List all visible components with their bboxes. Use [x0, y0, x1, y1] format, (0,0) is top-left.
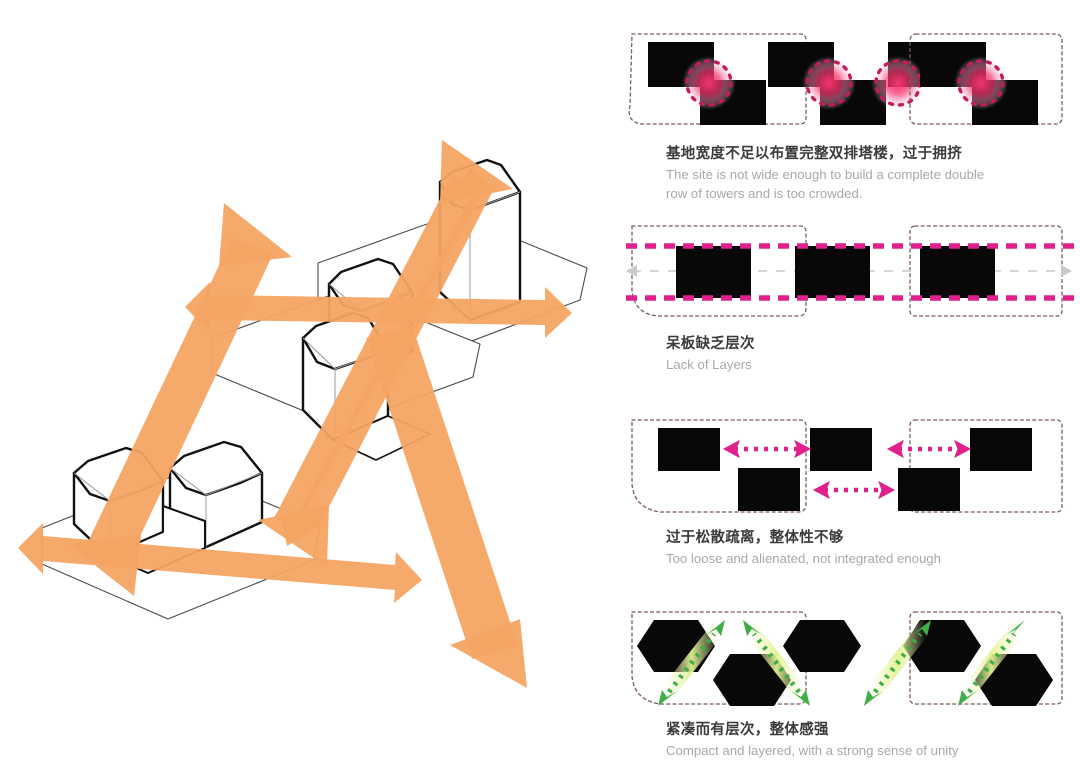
- tower-lower-right-roof-fold: [169, 467, 263, 496]
- connection-arrow-4: [955, 618, 1028, 706]
- arrow-nw-se-head-se: [450, 619, 527, 688]
- study-crowded-figure: [620, 22, 1080, 142]
- gap-arrows: [722, 439, 972, 500]
- mass-group-right: [920, 246, 995, 298]
- site-boundary-left: [631, 419, 807, 513]
- study-loose-caption: 过于松散疏离，整体性不够 Too loose and alienated, no…: [666, 528, 1080, 569]
- gap-arrow-top-right: [886, 439, 972, 459]
- collision-markers-right: [954, 56, 1008, 110]
- isometric-svg: [18, 140, 588, 688]
- study-loose-figure: [620, 408, 1080, 526]
- study-loose: 过于松散疏离，整体性不够 Too loose and alienated, no…: [620, 408, 1080, 566]
- collision-burst: [802, 56, 856, 110]
- site-massing-isometric: [18, 140, 588, 688]
- caption-cn: 基地宽度不足以布置完整双排塔楼，过于拥挤: [666, 146, 962, 162]
- caption-cn: 过于松散疏离，整体性不够: [666, 530, 844, 546]
- collision-burst: [682, 56, 736, 110]
- mass-block: [658, 428, 720, 471]
- axis-arrow-head-right: [1061, 265, 1072, 277]
- mass-block: [970, 428, 1032, 471]
- collision-markers-left: [682, 56, 925, 110]
- caption-en: Too loose and alienated, not integrated …: [666, 551, 941, 567]
- direction-arrows: [18, 140, 572, 688]
- connection-arrow-2: [740, 618, 813, 706]
- caption-cn: 呆板缺乏层次: [666, 336, 755, 352]
- arrow-ne-sw-mid-shaft: [85, 238, 274, 562]
- arrow-nw-se-shaft: [366, 325, 518, 659]
- mass-group-left: [676, 246, 870, 298]
- mass-block: [810, 428, 872, 471]
- collision-burst: [871, 56, 925, 110]
- connection-arrow-3: [861, 618, 934, 706]
- site-boundary-left-outline: [628, 33, 807, 125]
- mass-group-right: [898, 428, 1032, 511]
- study-compact: 紧凑而有层次，整体感强 Compact and layered, with a …: [620, 598, 1080, 758]
- massing-study-column: 基地宽度不足以布置完整双排塔楼，过于拥挤 The site is not wid…: [620, 0, 1080, 775]
- site-boundary-left: [631, 225, 807, 317]
- study-flat-caption: 呆板缺乏层次 Lack of Layers: [666, 334, 1080, 375]
- arrow-ne-sw-upper-head-top: [440, 140, 513, 203]
- mass-block: [898, 468, 960, 511]
- collision-burst: [954, 56, 1008, 110]
- mass-group-left: [658, 428, 872, 511]
- caption-en: The site is not wide enough to build a c…: [666, 167, 985, 201]
- gap-arrow-top-left: [722, 439, 812, 459]
- connection-arrows: [655, 618, 1028, 706]
- study-compact-figure: [620, 598, 1080, 718]
- gap-arrow-bottom-left: [812, 480, 896, 500]
- study-compact-caption: 紧凑而有层次，整体感强 Compact and layered, with a …: [666, 720, 1080, 761]
- site-boundary-right: [909, 419, 1063, 513]
- connection-arrow-1: [655, 618, 728, 706]
- caption-cn: 紧凑而有层次，整体感强: [666, 722, 829, 738]
- study-flat-figure: [620, 216, 1080, 331]
- axis-arrow-head-left: [626, 265, 637, 277]
- mass-block: [676, 246, 751, 298]
- arrow-ne-sw-mid-head-bottom: [68, 535, 141, 596]
- mass-block: [920, 246, 995, 298]
- caption-en: Lack of Layers: [666, 357, 752, 373]
- study-crowded-caption: 基地宽度不足以布置完整双排塔楼，过于拥挤 The site is not wid…: [666, 144, 1080, 203]
- study-crowded: 基地宽度不足以布置完整双排塔楼，过于拥挤 The site is not wid…: [620, 22, 1080, 201]
- mass-block: [738, 468, 800, 511]
- study-flat: 呆板缺乏层次 Lack of Layers: [620, 216, 1080, 372]
- caption-en: Compact and layered, with a strong sense…: [666, 743, 959, 759]
- arrow-ne-sw-upper-head-bottom: [258, 505, 329, 567]
- arrow-ew-upper: [185, 282, 572, 338]
- site-boundary-right: [909, 225, 1063, 317]
- mass-block: [795, 246, 870, 298]
- arrow-ne-sw-mid-head-top: [219, 203, 292, 266]
- mass-hexagon: [783, 620, 861, 672]
